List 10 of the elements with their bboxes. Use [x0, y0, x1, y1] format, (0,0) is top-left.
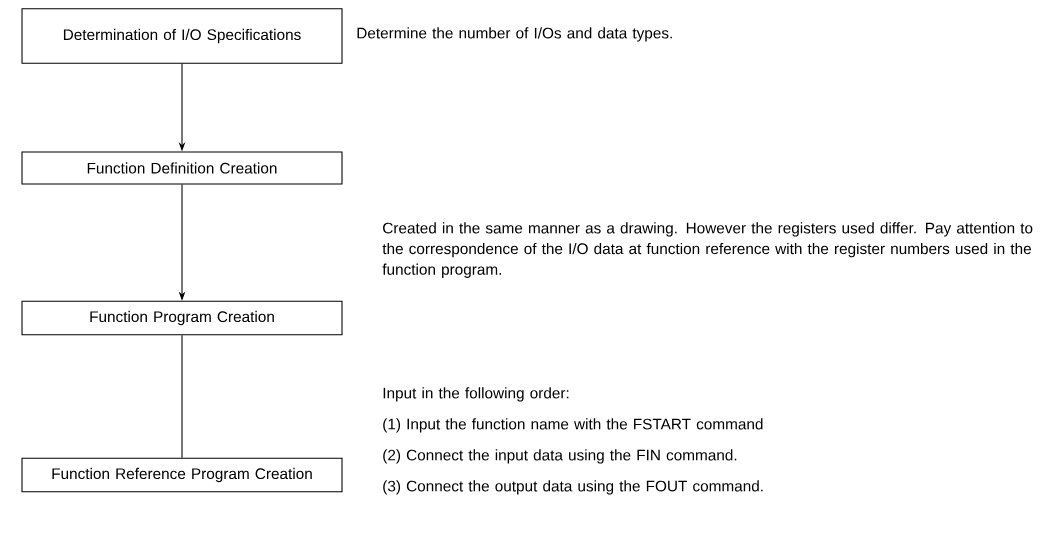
note-text: (3) Connect the output data using the FOUT command.: [383, 480, 763, 495]
note-text: Created in the same manner as a drawing. However the registers used differ. Pay attention to the correspondence of the I/O data at function reference with the register numbers used in the function program.: [382, 222, 1033, 278]
note-text: (2) Connect the input data using the FIN command.: [383, 449, 737, 464]
process-box: Function Program Creation: [21, 300, 343, 336]
process-box: Determination of I/O Specifications: [21, 8, 343, 64]
process-box: Function Definition Creation: [21, 151, 343, 185]
note-text: (1) Input the function name with the FSTART command: [383, 418, 763, 433]
note-text: Input in the following order:: [383, 387, 569, 402]
note-text: Determine the number of I/Os and data types.: [357, 27, 672, 42]
process-box: Function Reference Program Creation: [21, 457, 343, 493]
